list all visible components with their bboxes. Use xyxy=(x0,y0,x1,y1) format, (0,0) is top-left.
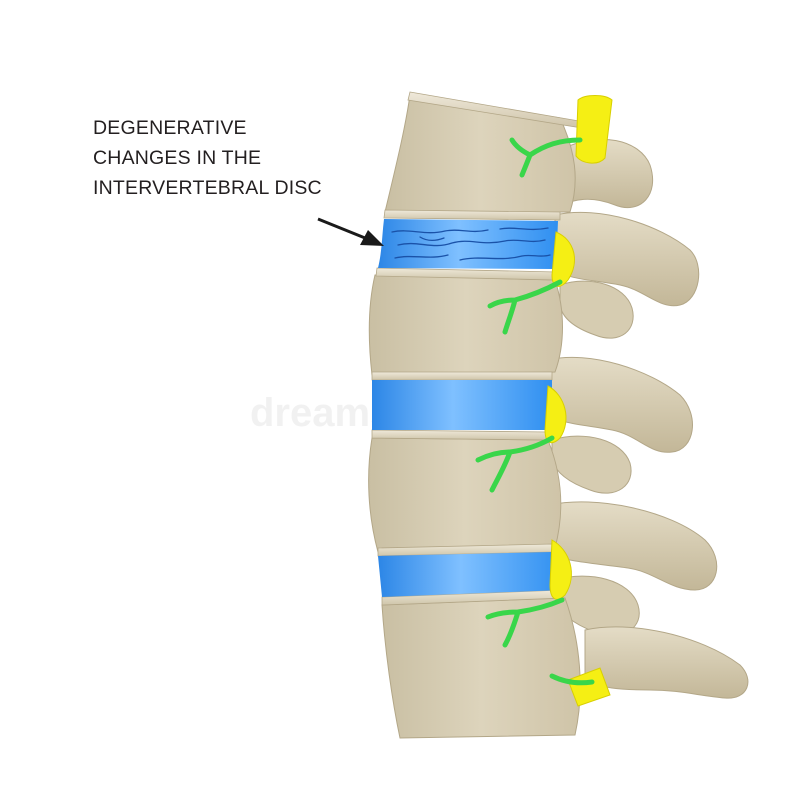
endplates xyxy=(371,209,564,606)
spinous-processes xyxy=(547,138,749,699)
annotation-label: DEGENERATIVE CHANGES IN THE INTERVERTEBR… xyxy=(93,113,322,203)
nerve-5 xyxy=(549,673,595,686)
articular-process-2 xyxy=(559,280,634,339)
spinous-process-2 xyxy=(554,211,700,307)
vertebra-2 xyxy=(368,274,563,376)
vertebra-3 xyxy=(368,437,562,553)
spinal-cord-top xyxy=(575,95,613,164)
nerve-2 xyxy=(487,279,563,335)
ligament-3 xyxy=(549,539,572,600)
nerve-4 xyxy=(485,597,565,648)
disc-degeneration-cracks xyxy=(391,227,551,261)
nerve-1 xyxy=(509,137,583,178)
annotation-line-1: DEGENERATIVE xyxy=(93,117,247,139)
vertebra-1 xyxy=(384,94,576,213)
articular-process-3 xyxy=(551,435,632,494)
spinal-cord-bottom xyxy=(567,667,611,707)
disc-healthy-1 xyxy=(372,380,552,430)
ligament-1 xyxy=(551,231,575,287)
spinous-process-5 xyxy=(584,626,749,699)
nerve-3 xyxy=(475,435,555,493)
annotation-line-2: CHANGES IN THE xyxy=(93,147,262,169)
ligament-2 xyxy=(544,385,567,444)
spinous-process-3 xyxy=(547,356,693,453)
nerves xyxy=(475,137,595,686)
spinous-process-4 xyxy=(549,501,718,591)
vertebra-4 xyxy=(381,597,581,739)
ligaments xyxy=(544,95,613,707)
disc-healthy-2 xyxy=(378,552,562,597)
annotation-line-3: INTERVERTEBRAL DISC xyxy=(93,177,322,199)
arrow-icon xyxy=(317,217,384,246)
intervertebral-discs xyxy=(372,219,562,597)
